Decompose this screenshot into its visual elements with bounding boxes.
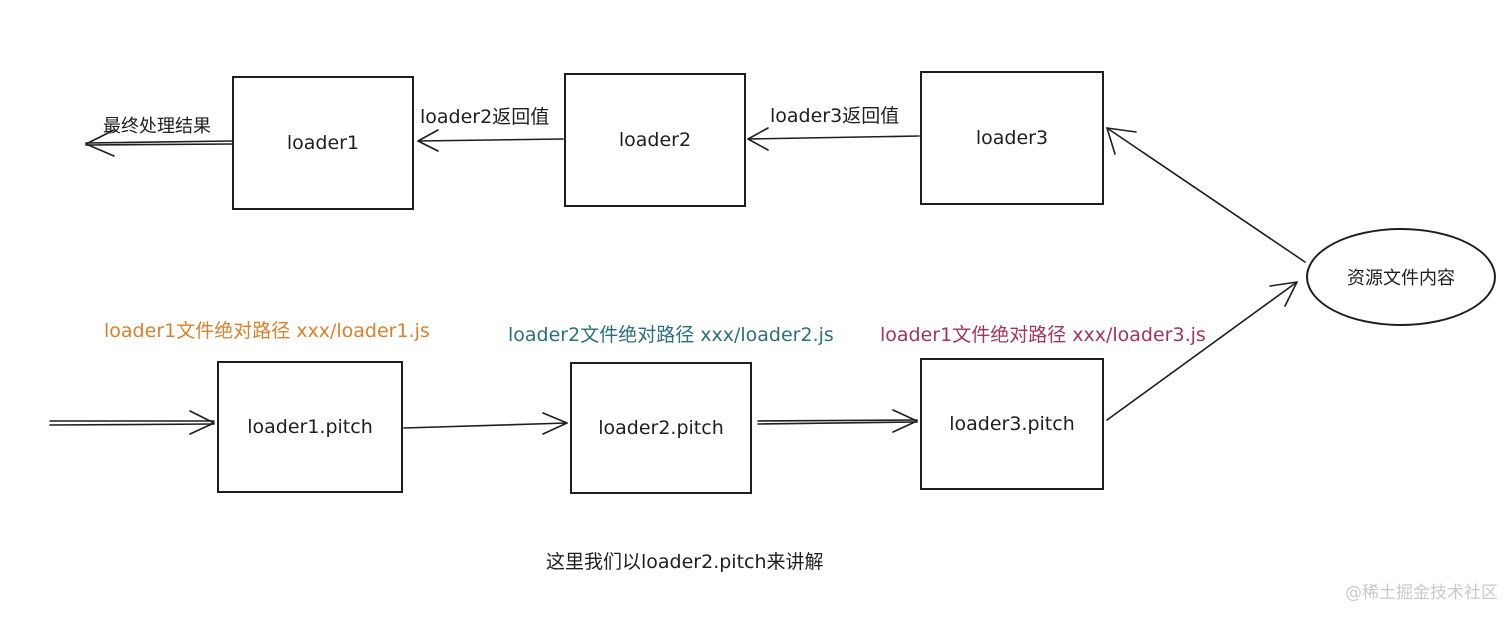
pitch2-box: loader2.pitch <box>570 362 752 494</box>
loader2-label: loader2 <box>618 129 692 151</box>
arrow-pitch1-to-pitch2 <box>403 412 568 435</box>
pitch3-label: loader3.pitch <box>949 413 1075 435</box>
loader3-box: loader3 <box>920 71 1104 205</box>
arrow-source-to-loader3 <box>1106 127 1306 263</box>
pitch1-label: loader1.pitch <box>247 416 373 438</box>
loader1-label: loader1 <box>286 132 360 154</box>
arrow-loader3-to-loader2 <box>747 127 920 151</box>
caption: 这里我们以loader2.pitch来讲解 <box>546 551 824 573</box>
arrow-pitch3-to-source <box>1106 281 1298 421</box>
loader1-path-label: loader1文件绝对路径 xxx/loader1.js <box>104 320 430 342</box>
pitch2-label: loader2.pitch <box>598 417 724 439</box>
loader3-path-label: loader1文件绝对路径 xxx/loader3.js <box>880 324 1206 346</box>
arrow-pitch2-to-pitch3 <box>757 409 918 433</box>
loader2-path-label: loader2文件绝对路径 xxx/loader2.js <box>508 324 834 346</box>
arrow-loader1-to-output <box>85 129 233 157</box>
pitch3-box: loader3.pitch <box>920 358 1104 490</box>
loader3-label: loader3 <box>975 127 1049 149</box>
pitch1-box: loader1.pitch <box>217 361 403 493</box>
loader2-return-label: loader2返回值 <box>420 106 550 128</box>
arrow-loader2-to-loader1 <box>417 129 564 152</box>
loader3-return-label: loader3返回值 <box>770 105 900 127</box>
source-content-label: 资源文件内容 <box>1347 268 1455 289</box>
loader2-box: loader2 <box>564 73 746 207</box>
watermark: @稀土掘金技术社区 <box>1345 583 1498 603</box>
source-content-node: 资源文件内容 <box>1306 228 1496 326</box>
final-result-label: 最终处理结果 <box>103 116 211 137</box>
arrow-input-to-pitch1 <box>49 410 215 435</box>
loader1-box: loader1 <box>232 76 414 210</box>
